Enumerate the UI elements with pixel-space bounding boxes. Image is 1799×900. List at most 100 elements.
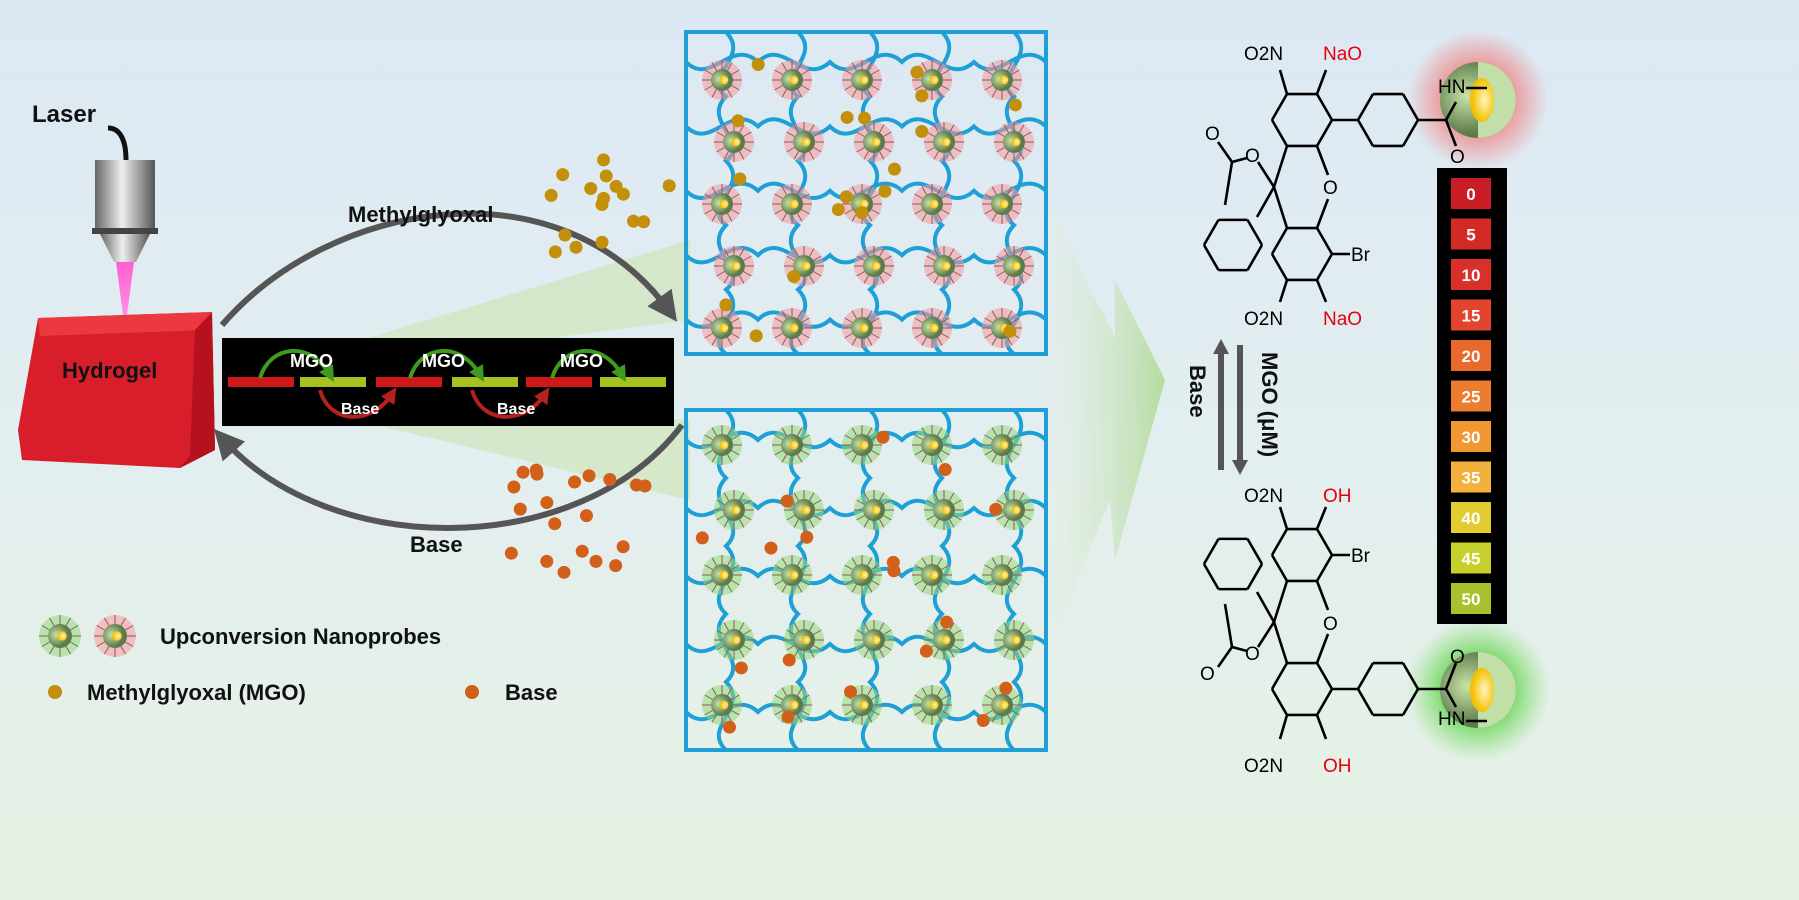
probe-ligand: [1003, 151, 1009, 160]
probe-ligand: [801, 85, 810, 91]
probe-ligand: [953, 645, 962, 651]
bond: [1315, 528, 1334, 556]
probe-ligand: [739, 649, 745, 658]
probe-ligand: [723, 519, 729, 528]
probe-ligand: [793, 151, 799, 160]
bond: [1315, 279, 1328, 303]
probe-ligand: [743, 255, 752, 261]
probe-ligand: [716, 271, 725, 277]
mgo-dot: [599, 169, 613, 183]
scale-swatch: [1451, 380, 1491, 412]
legend: Upconversion Nanoprobes Methylglyoxal (M…: [39, 615, 558, 705]
probe-ligand: [991, 186, 997, 195]
probe-ligand: [797, 454, 803, 463]
probe-ligand: [120, 646, 126, 655]
mgo-dot: [915, 124, 929, 138]
bond: [1315, 688, 1334, 716]
hydrogel-label: Hydrogel: [62, 358, 157, 383]
bond: [1270, 227, 1289, 255]
base-dot: [609, 559, 623, 573]
top-o2n-upper: O2N: [1244, 44, 1283, 65]
probe-ligand: [809, 622, 815, 631]
probe-ligand: [867, 89, 873, 98]
probe-ligand: [704, 450, 713, 456]
probe-ligand: [716, 131, 725, 137]
probe-core: [929, 440, 939, 450]
forward-arrow-label: Methylglyoxal: [348, 202, 493, 227]
bond: [1444, 119, 1458, 147]
base-dot: [887, 564, 901, 578]
bond: [1444, 662, 1458, 690]
probe-ligand: [801, 333, 810, 339]
probe-ligand: [914, 710, 923, 716]
mgo-dot: [731, 114, 745, 128]
probe-ligand: [933, 519, 939, 528]
probe-ligand: [941, 434, 950, 440]
probe-core: [719, 199, 729, 209]
probe-ligand: [1007, 584, 1013, 593]
probe-ligand: [797, 714, 803, 723]
probe-ligand: [867, 584, 873, 593]
bond: [1278, 279, 1289, 303]
base-dot: [516, 465, 530, 479]
probe-ligand: [883, 271, 892, 277]
bond: [1202, 244, 1220, 271]
probe-ligand: [984, 434, 993, 440]
probe-ligand: [813, 147, 822, 153]
probe-ligand: [933, 151, 939, 160]
probe-ligand: [793, 519, 799, 528]
probe-ligand: [871, 450, 880, 456]
probe-core: [871, 137, 881, 147]
strip-mgo-1: MGO: [290, 351, 333, 371]
probe-ligand: [851, 337, 857, 346]
probe-ligand: [1011, 209, 1020, 215]
mgo-dot: [719, 298, 733, 312]
probe-ligand: [731, 450, 740, 456]
base-dot: [938, 463, 952, 477]
probe-ligand: [727, 584, 733, 593]
probe-ligand: [851, 557, 857, 566]
probe-ligand: [716, 147, 725, 153]
bond: [1216, 141, 1234, 163]
base-dot: [780, 494, 794, 508]
probe-ligand: [786, 131, 795, 137]
hydrogel-block: [18, 312, 215, 468]
probe-ligand: [104, 617, 110, 626]
top-nao-lower: NaO: [1323, 309, 1362, 330]
base-dot: [582, 469, 596, 483]
probe-ligand: [851, 427, 857, 436]
base-dot: [844, 685, 858, 699]
bond: [1202, 563, 1220, 590]
reversibility-strip: MGO MGO MGO Base Base: [222, 338, 674, 426]
probe-ligand: [711, 89, 717, 98]
probe-ligand: [984, 333, 993, 339]
probe-ligand: [813, 645, 822, 651]
probe-ligand: [879, 649, 885, 658]
probe-ligand: [781, 584, 787, 593]
probe-ligand: [984, 564, 993, 570]
probe-ligand: [937, 557, 943, 566]
probe-ligand: [1019, 248, 1025, 257]
base-dot: [800, 530, 814, 544]
probe-ligand: [844, 317, 853, 323]
scale-label: 25: [1462, 388, 1481, 407]
probe-ligand: [774, 317, 783, 323]
mgo-dot: [831, 203, 845, 217]
probe-ligand: [991, 62, 997, 71]
probe-ligand: [883, 645, 892, 651]
probe-ligand: [867, 714, 873, 723]
probe-ligand: [1007, 337, 1013, 346]
mgo-dot: [787, 270, 801, 284]
probe-ligand: [801, 193, 810, 199]
probe-ligand: [774, 193, 783, 199]
probe-ligand: [727, 454, 733, 463]
bond: [1444, 101, 1458, 121]
probe-core: [999, 700, 1009, 710]
probe-core: [731, 505, 741, 515]
probe-ligand: [704, 694, 713, 700]
bond: [1356, 93, 1375, 121]
probe-ligand: [723, 622, 729, 631]
probe-ligand: [704, 580, 713, 586]
mgo-dot: [616, 187, 630, 201]
equilibrium-arrows: [1213, 339, 1248, 475]
